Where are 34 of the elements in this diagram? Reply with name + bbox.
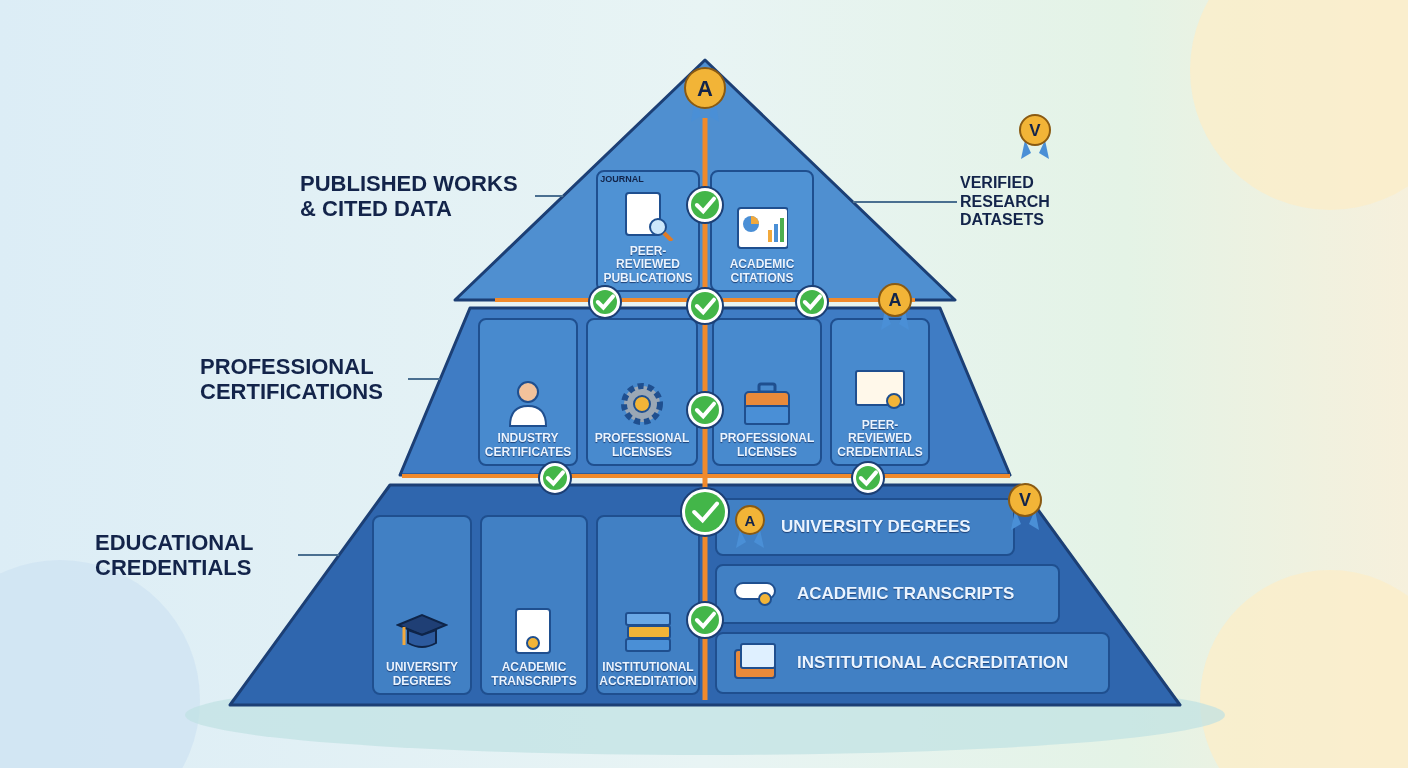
leader-line xyxy=(297,554,341,556)
pyramid-panel xyxy=(596,170,700,292)
pyramid-panel xyxy=(372,515,472,695)
panel-label: PEER-REVIEWED CREDENTIALS xyxy=(836,418,924,460)
pyramid-panel xyxy=(715,498,1015,556)
tier-heading: EDUCATIONAL CREDENTIALS xyxy=(95,528,295,582)
pyramid-panel xyxy=(715,632,1110,694)
panel-label: PROFESSIONAL LICENSES xyxy=(718,432,816,460)
tier-heading: PROFESSIONAL CERTIFICATIONS xyxy=(200,352,405,406)
pyramid-panel xyxy=(586,318,698,466)
tier-heading: VERIFIED RESEARCH DATASETS xyxy=(960,172,1090,232)
panel-label: PEER-REVIEWED PUBLICATIONS xyxy=(602,244,694,286)
panel-label: INDUSTRY CERTIFICATES xyxy=(484,432,572,460)
leader-line xyxy=(534,195,565,197)
journal-title: JOURNAL xyxy=(600,174,644,184)
panel-label: UNIVERSITY DEGREES xyxy=(385,661,459,689)
pyramid-tier xyxy=(400,308,1010,475)
panel-label: PROFESSIONAL LICENSES xyxy=(593,432,691,460)
panel-label: ACADEMIC TRANSCRIPTS xyxy=(797,584,1015,604)
panel-label: ACADEMIC CITATIONS xyxy=(728,258,796,286)
pyramid-panel xyxy=(710,170,814,292)
pyramid-panel xyxy=(830,318,930,466)
panel-label: INSTITUTIONAL ACCREDITATION xyxy=(797,653,1069,673)
leader-line xyxy=(851,201,958,203)
pyramid-panel xyxy=(478,318,578,466)
pyramid-panel xyxy=(596,515,700,695)
leader-line xyxy=(407,378,442,380)
panel-label: ACADEMIC TRANSCRIPTS xyxy=(490,661,578,689)
pyramid-panel xyxy=(715,564,1060,624)
panel-label: UNIVERSITY DEGREES xyxy=(781,517,971,537)
panel-label: INSTITUTIONAL ACCREDITATION xyxy=(599,661,697,689)
pyramid-panel xyxy=(712,318,822,466)
pyramid-panel xyxy=(480,515,588,695)
tier-heading: PUBLISHED WORKS & CITED DATA xyxy=(300,168,532,224)
